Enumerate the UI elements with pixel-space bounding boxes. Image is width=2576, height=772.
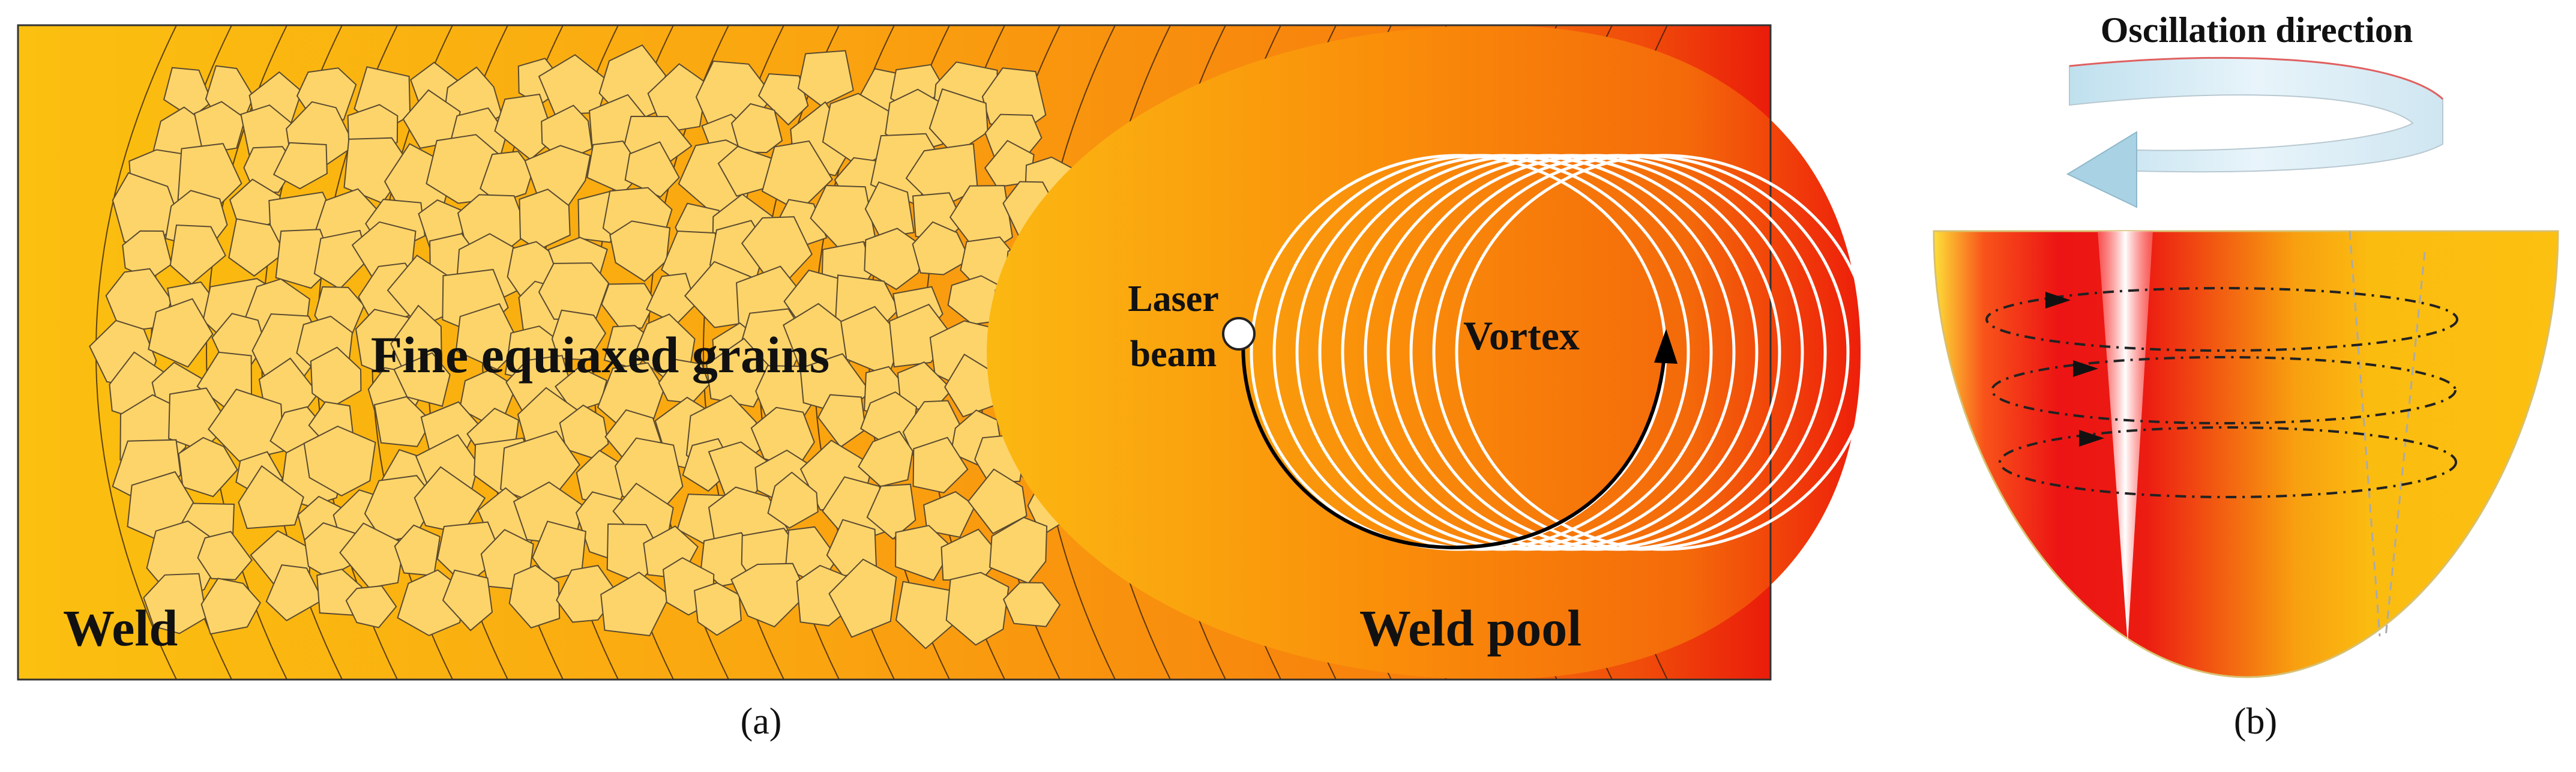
grain [339,522,405,589]
grain [609,220,671,282]
grain [393,352,451,407]
grain [397,569,465,636]
grain [200,577,261,635]
helix-arrow-1 [2045,292,2071,309]
grain [1002,582,1061,627]
grain [858,430,913,487]
vortex-arrow-path [1241,333,1667,550]
panel-b: Oscillation direction (b) [1933,10,2559,742]
grain [169,224,226,285]
helix-arrow-2 [2073,360,2098,377]
grain [436,521,503,587]
grain [601,283,657,330]
vortex-ring [1455,154,1873,551]
laser-label-line2: beam [1130,334,1217,375]
grain [912,221,971,276]
grain [828,558,897,638]
grain [797,50,854,107]
grain [866,483,916,540]
helical-flow-path [1985,287,2458,498]
grain [538,262,610,320]
grain [944,354,998,418]
caption-b: (b) [2234,701,2277,742]
grain [693,582,742,636]
grain [310,346,362,408]
oscillation-guide-line-1 [2349,231,2381,637]
laser-keyhole [2098,231,2153,644]
grain [624,141,680,198]
grain [178,436,238,498]
helix-loop-3 [1999,426,2457,498]
oscillation-guide-line-2 [2385,252,2426,637]
grain [945,571,1010,646]
grain [148,298,214,368]
grain [895,581,961,650]
grain [238,465,304,529]
helix-loop-2 [1991,356,2457,424]
grain [480,151,534,204]
keyhole-bowl [1933,230,2559,678]
grain [767,471,819,529]
grain [345,585,397,629]
oscillation-arrow-top-edge [2069,56,2444,100]
helix-arrow-3 [2079,430,2104,447]
laser-label-line1: Laser [1128,279,1219,319]
vortex-arrowhead [1654,329,1678,364]
grain [730,103,783,154]
grains-label: Fine equiaxed grains [371,326,830,384]
weld-pool-label: Weld pool [1359,599,1581,657]
grain [508,564,561,629]
laser-beam-spot [1222,317,1256,351]
grain [272,142,328,190]
grain [228,218,286,277]
grain [761,140,833,213]
panel-a: Laser beam Vortex Fine equiaxed grains W… [17,24,1873,742]
grain [912,436,969,493]
grain [197,531,253,581]
equiaxed-grains [89,44,1107,650]
oscillation-label: Oscillation direction [2101,10,2413,50]
vortex-label: Vortex [1463,313,1580,358]
grain [265,564,324,622]
grain [193,101,246,154]
grain [442,569,493,632]
helix-loop-1 [1985,287,2458,352]
panel-a-border [17,24,1772,681]
grain [303,425,376,497]
grain [494,93,556,160]
caption-a: (a) [741,701,782,742]
weld-label: Weld [63,599,178,657]
grain [864,181,915,238]
oscillation-arrowhead [2066,131,2137,208]
